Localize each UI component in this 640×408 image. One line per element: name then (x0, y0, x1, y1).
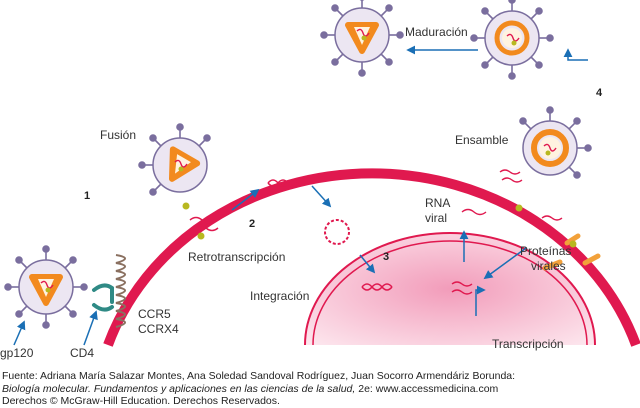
step-4: 4 (596, 87, 603, 99)
virus-mature (320, 0, 404, 77)
virus-attaching (4, 245, 88, 329)
circular-dna (324, 219, 350, 245)
step-2: 2 (249, 218, 255, 230)
viral-rna (461, 208, 487, 216)
label-ccr5: CCR5 (138, 307, 171, 321)
label-rna: RNA (425, 196, 450, 210)
caption-line-1: Fuente: Adriana María Salazar Montes, An… (2, 370, 516, 382)
viral-proteins (515, 204, 601, 271)
label-maduracion: Maduración (405, 25, 468, 39)
label-gp120: gp120 (0, 346, 34, 360)
step-3: 3 (383, 251, 389, 263)
virus-assembling (519, 106, 592, 179)
nuclear-rna (451, 281, 473, 295)
label-ensamble: Ensamble (455, 133, 509, 147)
label-transcripcion: Transcripción (492, 337, 564, 351)
virus-budding (470, 0, 554, 80)
label-proteinas-virales: virales (531, 259, 566, 273)
step-1: 1 (84, 190, 90, 202)
caption-edition-url: 2e: www.accessmedicina.com (355, 382, 499, 395)
source-caption: Fuente: Adriana María Salazar Montes, An… (2, 370, 638, 408)
process-arrows (231, 45, 588, 316)
label-integracion: Integración (250, 289, 309, 303)
cd4-receptor (92, 283, 114, 312)
virus-fusing (138, 123, 211, 196)
label-ccrx4: CCRX4 (138, 322, 179, 336)
caption-line-2: Biología molecular. Fundamentos y aplica… (2, 383, 638, 396)
label-pointers (13, 310, 98, 346)
nucleus (304, 232, 596, 346)
label-retrotranscripcion: Retrotranscripción (188, 250, 285, 264)
ccr5-ccrx4-receptor (115, 254, 126, 328)
released-rna (182, 202, 219, 240)
caption-line-3: Derechos © McGraw-Hill Education. Derech… (2, 395, 280, 407)
label-cd4: CD4 (70, 346, 94, 360)
dna-double-strand (267, 179, 393, 291)
cytoplasm-rna (499, 169, 563, 221)
label-fusion: Fusión (100, 128, 136, 142)
label-rna-viral: viral (425, 211, 447, 225)
caption-book-title: Biología molecular. Fundamentos y aplica… (2, 382, 356, 395)
label-proteinas: Proteínas (520, 244, 571, 258)
